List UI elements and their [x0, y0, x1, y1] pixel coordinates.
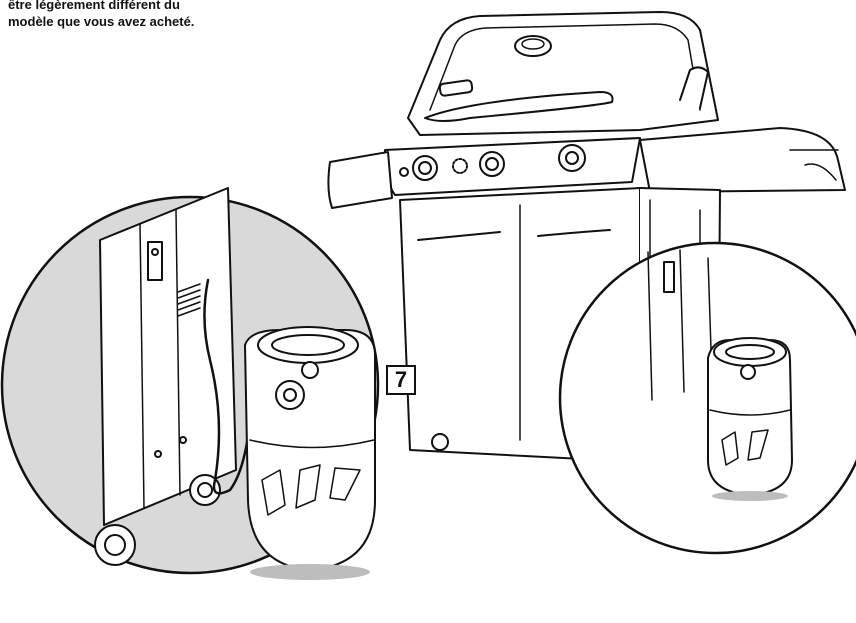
- burner-knob-1: [412, 155, 438, 181]
- cabinet-panel: [99, 187, 237, 526]
- caption-line-1: être légèrement différent du: [8, 0, 180, 12]
- propane-tank-small: [707, 339, 793, 496]
- door-handle-right: [537, 229, 611, 237]
- lid-handle: [424, 91, 614, 122]
- left-side-shelf: [327, 151, 393, 209]
- door-handle-left: [417, 231, 501, 241]
- burner-knob-2: [479, 151, 505, 177]
- right-side-shelf: [639, 127, 846, 193]
- caption-line-2: modèle que vous avez acheté.: [8, 14, 195, 29]
- caster-wheel: [94, 524, 136, 566]
- burner-knob-3: [558, 144, 586, 172]
- tank-valve: [275, 380, 305, 410]
- right-detail-view: [558, 241, 856, 555]
- left-detail-view: [0, 187, 380, 580]
- caption-text: être légèrement différent du modèle que …: [8, 0, 308, 30]
- step-number-badge: 7: [386, 365, 416, 395]
